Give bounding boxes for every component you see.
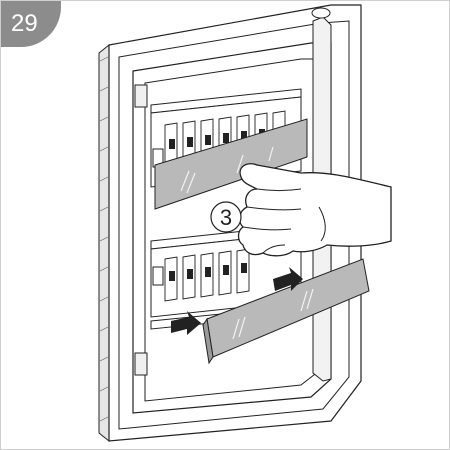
step-number: 29 xyxy=(11,10,38,37)
panel-outer-frame xyxy=(98,4,362,443)
callout-number: 3 xyxy=(220,205,232,230)
cover-strip-upper xyxy=(154,118,308,210)
hinge-icon xyxy=(134,84,148,108)
hand-icon xyxy=(237,163,392,257)
hinge-icon xyxy=(134,352,148,376)
arrow-right-icon xyxy=(171,311,201,335)
callout-3: 3 xyxy=(210,201,242,233)
arrow-right-icon xyxy=(273,267,303,291)
